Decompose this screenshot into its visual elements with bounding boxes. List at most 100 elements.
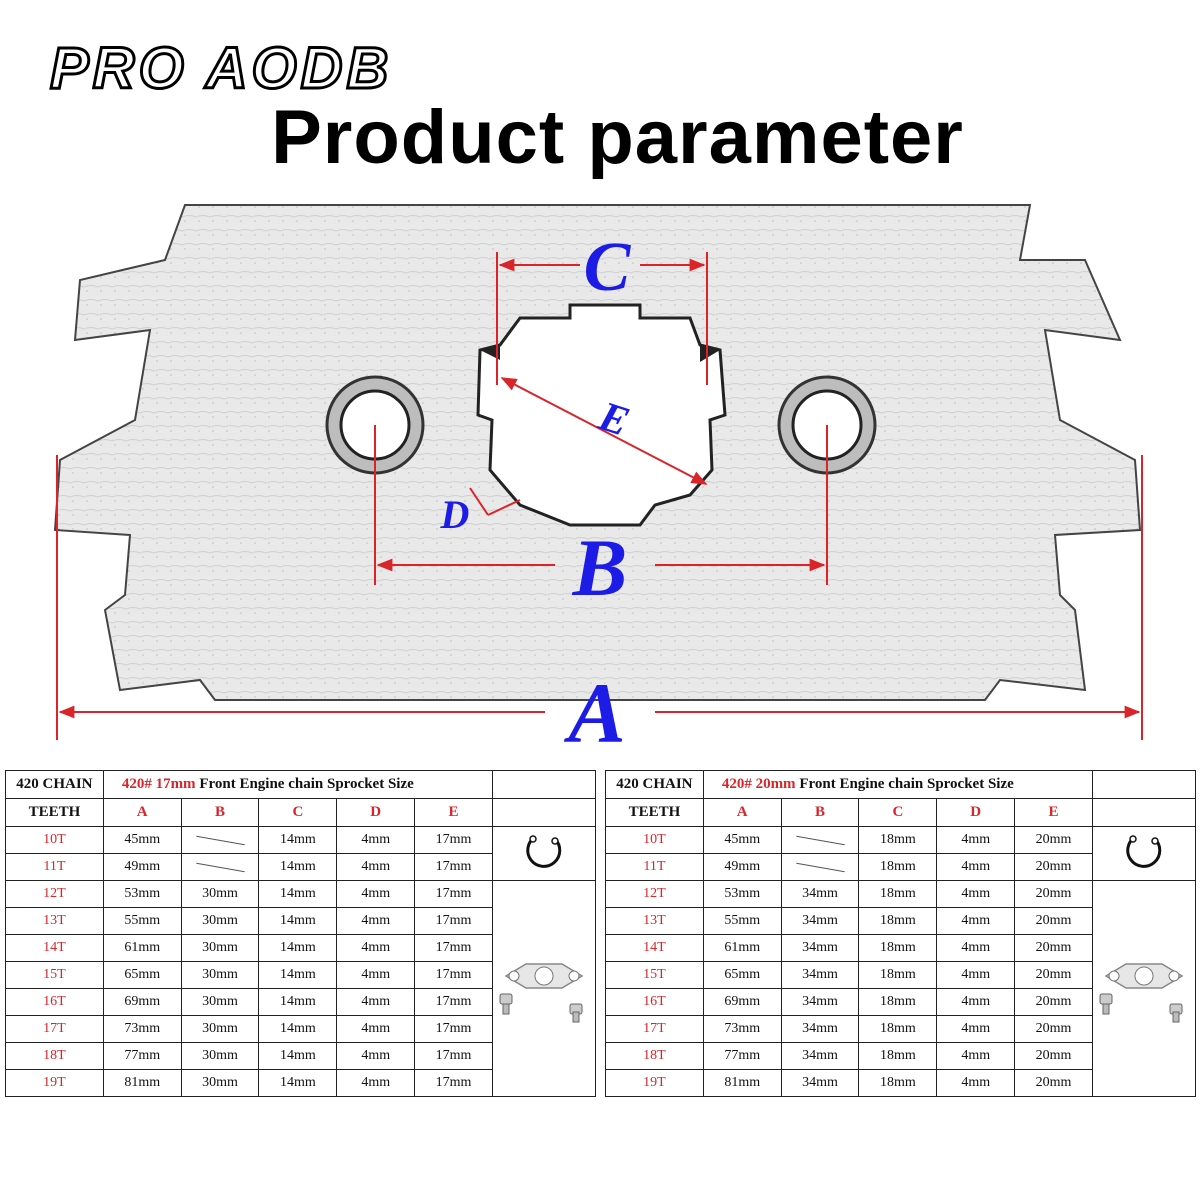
table-cell: 18mm: [858, 853, 938, 881]
table-cell: 18mm: [858, 934, 938, 962]
table-cell: 30mm: [180, 907, 260, 935]
table-title: 420# 17mm Front Engine chain Sprocket Si…: [102, 770, 493, 799]
table-cell: 17mm: [414, 1069, 493, 1097]
table-title-size: 420# 20mm: [721, 776, 796, 792]
lock-plate-cell: [491, 880, 597, 1097]
table-cell: 34mm: [780, 1042, 860, 1070]
table-cell: 4mm: [336, 907, 416, 935]
circlip-cell: [1091, 826, 1197, 881]
table-cell: 49mm: [702, 853, 782, 881]
table-cell: 34mm: [780, 961, 860, 989]
column-header: D: [336, 798, 416, 827]
table-title-text: Front Engine chain Sprocket Size: [795, 776, 1014, 792]
table-cell: 19T: [5, 1069, 104, 1097]
table-cell: 20mm: [1014, 826, 1093, 854]
column-header: E: [1014, 798, 1093, 827]
table-cell: 17mm: [414, 1015, 493, 1043]
table-cell: 14mm: [258, 1015, 338, 1043]
bolt-icon: [569, 1003, 583, 1023]
circlip-icon: [1126, 835, 1162, 868]
table-cell: 34mm: [780, 934, 860, 962]
table-cell: 18mm: [858, 988, 938, 1016]
chain-label: 420 CHAIN: [605, 770, 704, 799]
table-cell: 69mm: [102, 988, 182, 1016]
table-cell: [780, 826, 860, 854]
table-cell: 17mm: [414, 961, 493, 989]
table-cell: 20mm: [1014, 934, 1093, 962]
table-cell: 30mm: [180, 988, 260, 1016]
table-cell: 30mm: [180, 934, 260, 962]
lock-plate-cell: [1091, 880, 1197, 1097]
table-cell: 15T: [605, 961, 704, 989]
table-cell: 18T: [5, 1042, 104, 1070]
table-cell: 77mm: [102, 1042, 182, 1070]
table-cell: 14mm: [258, 1069, 338, 1097]
table-cell: 17mm: [414, 934, 493, 962]
table-cell: 20mm: [1014, 1015, 1093, 1043]
table-cell: 4mm: [336, 880, 416, 908]
table-title-size: 420# 17mm: [121, 776, 196, 792]
chain-label: 420 CHAIN: [5, 770, 104, 799]
table-title-row: 420 CHAIN 420# 20mm Front Engine chain Sp…: [605, 770, 1197, 799]
table-cell: 14T: [605, 934, 704, 962]
bolt-icon: [1099, 993, 1113, 1015]
table-cell: 14mm: [258, 988, 338, 1016]
table-cell: 11T: [605, 853, 704, 881]
column-header: A: [702, 798, 782, 827]
accessory-header: [491, 798, 597, 827]
table-cell: 4mm: [336, 934, 416, 962]
table-cell: 14T: [5, 934, 104, 962]
column-header: B: [180, 798, 260, 827]
table-cell: 34mm: [780, 1069, 860, 1097]
table-cell: 12T: [5, 880, 104, 908]
table-cell: 14mm: [258, 1042, 338, 1070]
table-cell: 4mm: [336, 1042, 416, 1070]
table-cell: 4mm: [336, 853, 416, 881]
spec-table-20mm: 420 CHAIN 420# 20mm Front Engine chain Sp…: [605, 770, 1197, 1097]
table-cell: 53mm: [102, 880, 182, 908]
table-cell: 17mm: [414, 853, 493, 881]
table-cell: 18mm: [858, 880, 938, 908]
table-cell: 73mm: [102, 1015, 182, 1043]
table-cell: [180, 826, 260, 854]
table-cell: 18mm: [858, 826, 938, 854]
column-header: TEETH: [5, 798, 104, 827]
table-cell: 13T: [5, 907, 104, 935]
table-cell: 4mm: [936, 1042, 1016, 1070]
table-cell: 4mm: [936, 907, 1016, 935]
table-cell: 17mm: [414, 880, 493, 908]
table-cell: 4mm: [936, 853, 1016, 881]
table-cell: 18mm: [858, 1069, 938, 1097]
table-cell: 15T: [5, 961, 104, 989]
table-cell: 45mm: [102, 826, 182, 854]
table-cell: 20mm: [1014, 988, 1093, 1016]
table-cell: 17mm: [414, 988, 493, 1016]
column-header: TEETH: [605, 798, 704, 827]
brand-logo: PRO AODB: [48, 36, 393, 101]
table-cell: 18T: [605, 1042, 704, 1070]
accessory-header: [491, 770, 597, 799]
circlip-cell: [491, 826, 597, 881]
table-cell: 4mm: [936, 1069, 1016, 1097]
table-cell: 55mm: [102, 907, 182, 935]
table-cell: 10T: [5, 826, 104, 854]
table-cell: 45mm: [702, 826, 782, 854]
table-cell: 73mm: [702, 1015, 782, 1043]
column-header: A: [102, 798, 182, 827]
column-header: B: [780, 798, 860, 827]
table-cell: 17T: [5, 1015, 104, 1043]
lock-plate-icon: [1099, 963, 1184, 1023]
table-cell: 20mm: [1014, 853, 1093, 881]
table-cell: 81mm: [702, 1069, 782, 1097]
page-title: Product parameter: [271, 95, 964, 180]
table-title-text: Front Engine chain Sprocket Size: [195, 776, 414, 792]
table-cell: 16T: [605, 988, 704, 1016]
table-cell: 14mm: [258, 907, 338, 935]
